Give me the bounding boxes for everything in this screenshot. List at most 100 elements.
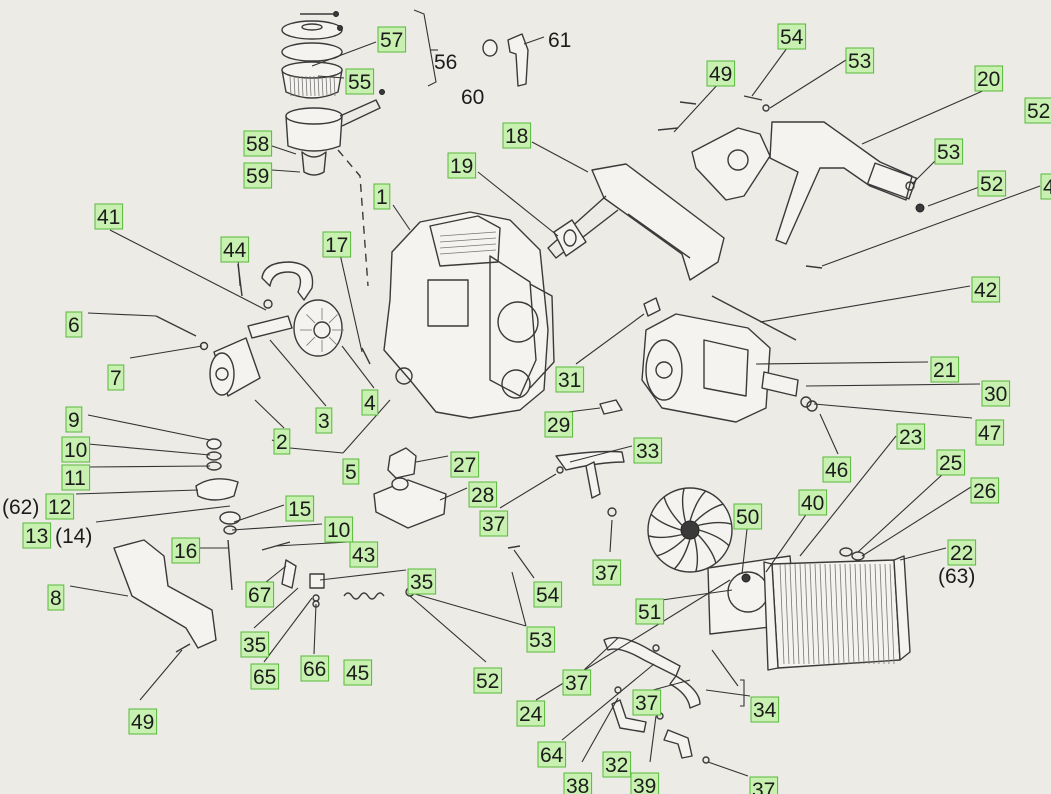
exhaust-gasket xyxy=(553,219,587,257)
callout-59: 59 xyxy=(243,162,273,189)
leader-10b xyxy=(231,523,323,531)
svg-text:11: 11 xyxy=(64,467,86,490)
callout-42: 42 xyxy=(971,276,1001,303)
svg-text:40: 40 xyxy=(801,492,824,515)
leader-22 xyxy=(899,547,947,561)
svg-text:21: 21 xyxy=(933,359,956,382)
leader-52b xyxy=(409,595,487,663)
leader-5 xyxy=(289,447,344,454)
callout-22: 22 xyxy=(947,539,977,566)
svg-text:38: 38 xyxy=(566,775,589,794)
callout-58: 58 xyxy=(243,130,273,157)
callout-53b: 53 xyxy=(526,626,556,653)
callout-54b: 54 xyxy=(533,581,563,608)
callout-37a: 37 xyxy=(479,510,509,537)
leader-53b xyxy=(511,571,527,627)
callout-23: 23 xyxy=(896,423,926,450)
callout-14: (14) xyxy=(55,525,92,548)
callout-62: (62) xyxy=(2,496,39,519)
callout-35a: 35 xyxy=(407,568,437,595)
leader-54b xyxy=(513,549,535,579)
svg-text:53: 53 xyxy=(937,141,960,164)
svg-text:(62): (62) xyxy=(2,496,39,519)
callout-67: 67 xyxy=(245,581,275,608)
svg-text:35: 35 xyxy=(243,634,266,657)
leader-34 xyxy=(705,689,751,697)
svg-text:54: 54 xyxy=(536,584,560,607)
leader-65 xyxy=(263,597,313,663)
callout-38: 38 xyxy=(563,772,593,794)
leader-17 xyxy=(339,253,363,353)
leader-53b xyxy=(407,591,527,627)
leader-64 xyxy=(561,663,655,741)
air-cleaner-cover xyxy=(281,11,343,62)
water-pump xyxy=(293,299,371,365)
leader-37a xyxy=(499,473,557,509)
callout-7: 7 xyxy=(107,364,125,391)
radiator xyxy=(763,547,911,671)
leader-6 xyxy=(87,312,157,317)
leader-11 xyxy=(87,465,211,468)
callout-19: 19 xyxy=(447,152,477,179)
svg-text:18: 18 xyxy=(505,125,528,148)
leader-lines xyxy=(69,9,1041,777)
bracket-56 xyxy=(413,9,437,87)
callout-34: 34 xyxy=(750,696,780,723)
callout-52c: 52 xyxy=(1024,97,1051,124)
svg-text:3: 3 xyxy=(318,410,330,433)
leader-59 xyxy=(271,169,301,173)
leader-5 xyxy=(342,399,391,454)
callout-53c: 53 xyxy=(934,138,964,165)
svg-text:10: 10 xyxy=(64,439,87,462)
leader-46 xyxy=(819,413,839,455)
svg-text:37: 37 xyxy=(482,513,505,536)
callout-2: 2 xyxy=(273,428,291,455)
leader-55 xyxy=(317,75,345,79)
callout-15: 15 xyxy=(285,495,315,522)
leader-52a xyxy=(927,185,983,207)
svg-text:6: 6 xyxy=(68,314,80,337)
leader-4b xyxy=(821,185,1041,267)
svg-text:17: 17 xyxy=(325,234,348,257)
svg-text:4: 4 xyxy=(364,392,376,415)
svg-text:41: 41 xyxy=(97,206,120,229)
svg-text:52: 52 xyxy=(980,173,1003,196)
leader-67 xyxy=(265,565,287,583)
callout-37b: 37 xyxy=(592,559,622,586)
svg-text:(63): (63) xyxy=(938,565,975,588)
leader-19 xyxy=(477,171,559,237)
leader-54a xyxy=(751,43,791,97)
callout-65: 65 xyxy=(250,663,280,690)
cooling-fan xyxy=(647,487,733,573)
svg-text:52: 52 xyxy=(1027,100,1050,123)
callout-45: 45 xyxy=(343,659,373,686)
svg-text:5: 5 xyxy=(345,461,357,484)
callout-33: 33 xyxy=(633,437,663,464)
leader-12 xyxy=(75,489,199,495)
callout-30: 30 xyxy=(981,380,1011,407)
leader-37b xyxy=(609,519,613,553)
svg-text:39: 39 xyxy=(633,775,656,794)
callout-47: 47 xyxy=(975,419,1005,446)
svg-text:54: 54 xyxy=(780,26,804,49)
svg-text:57: 57 xyxy=(380,29,403,52)
callout-39: 39 xyxy=(630,772,660,794)
callout-13: 13 xyxy=(22,522,52,549)
bracket-34 xyxy=(740,679,745,707)
oil-filter xyxy=(155,315,261,397)
leader-37c xyxy=(583,637,619,671)
callout-49a: 49 xyxy=(128,708,158,735)
shaft-coupling xyxy=(555,450,625,517)
callout-16: 16 xyxy=(171,537,201,564)
svg-text:7: 7 xyxy=(110,367,122,390)
leader-42 xyxy=(759,285,971,323)
svg-text:20: 20 xyxy=(977,68,1000,91)
callout-43: 43 xyxy=(349,541,379,568)
callout-8: 8 xyxy=(47,584,65,611)
callout-10a: 10 xyxy=(61,436,91,463)
svg-text:16: 16 xyxy=(174,540,197,563)
svg-text:47: 47 xyxy=(978,422,1001,445)
callout-52a: 52 xyxy=(977,170,1007,197)
svg-text:10: 10 xyxy=(327,519,350,542)
